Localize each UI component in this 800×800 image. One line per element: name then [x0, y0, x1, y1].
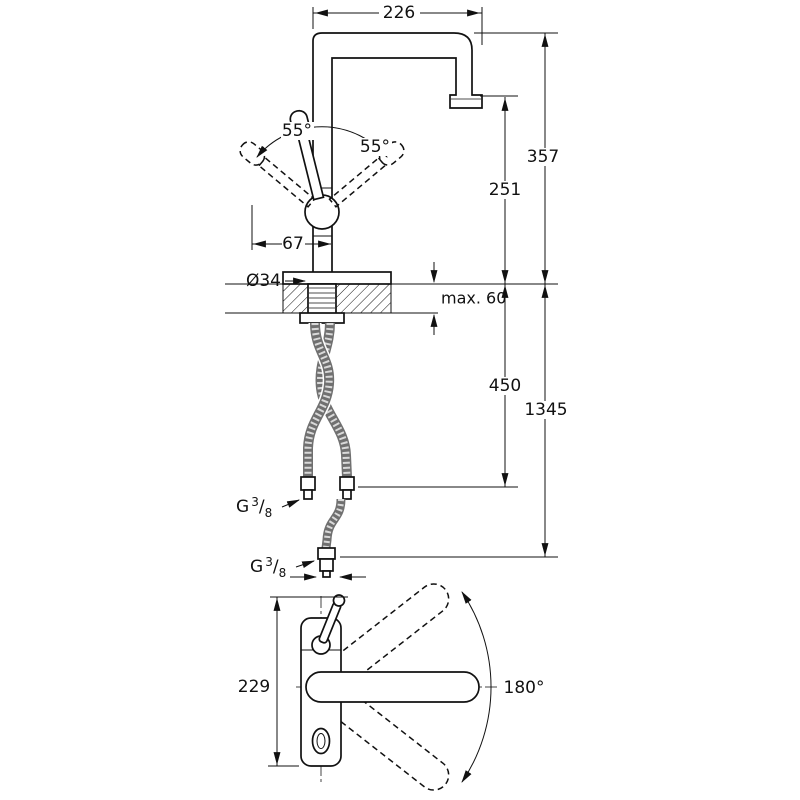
counter-hatch-right [335, 283, 392, 314]
mounting-nut [299, 312, 345, 324]
supply-hose-left [301, 322, 336, 477]
swivel-label-bg [499, 678, 550, 697]
handle-ball-joint [304, 194, 340, 230]
swivel-arc [461, 591, 492, 783]
dim1345-bg [522, 401, 570, 419]
dim450-bg [487, 377, 524, 395]
spout-swivel-down [305, 671, 450, 791]
dim226-label: 226 [383, 3, 415, 23]
thread-lower-leader [295, 560, 316, 569]
dim251-label: 251 [489, 180, 521, 200]
dim1345-label: 1345 [524, 400, 567, 420]
spout-plan [305, 671, 480, 703]
spray-hose-nut [319, 558, 334, 572]
handle-plan [318, 594, 346, 644]
hose-fitting-right [339, 476, 355, 491]
spray-button-outer [311, 727, 331, 755]
hose-fitting-right-tip [342, 489, 352, 500]
hose-fitting-left [300, 476, 316, 491]
shank-threads [309, 287, 335, 309]
top-view: 180° 229 [238, 583, 550, 791]
spout-swivel-up [305, 583, 450, 703]
deck-thickness-label: max. 60 [441, 289, 506, 308]
supply-hose-right [315, 322, 352, 478]
dim251-bg [487, 181, 524, 199]
thread-upper-leader [281, 499, 301, 508]
swivel-angle-label: 180° [504, 678, 545, 698]
dim67-bg [282, 235, 305, 252]
hole-diameter-label: Ø34 [246, 271, 281, 291]
angle-left-label: 55° [282, 121, 312, 141]
escutcheon-flange [282, 271, 392, 285]
dim450-label: 450 [489, 376, 521, 396]
faucet-body-outline [312, 32, 483, 285]
dim229-label: 229 [238, 677, 270, 697]
counter-hatch-left [282, 283, 309, 314]
dim226-bg [379, 4, 420, 22]
angle-left-bg [281, 122, 314, 140]
dim357-label: 357 [527, 147, 559, 167]
hose-fitting-left-tip [303, 489, 313, 500]
dim67-label: 67 [282, 234, 304, 254]
spray-hose-fitting-top [317, 547, 336, 560]
angle-right-bg [359, 138, 392, 156]
spray-hose-tip [322, 570, 331, 578]
angle-right-label: 55° [360, 137, 390, 157]
spray-hose [321, 498, 346, 549]
spray-button-inner [316, 733, 326, 749]
side-view: 55° 55° 67 Ø34 max. 60 [225, 3, 570, 581]
dim357-bg [524, 148, 563, 166]
